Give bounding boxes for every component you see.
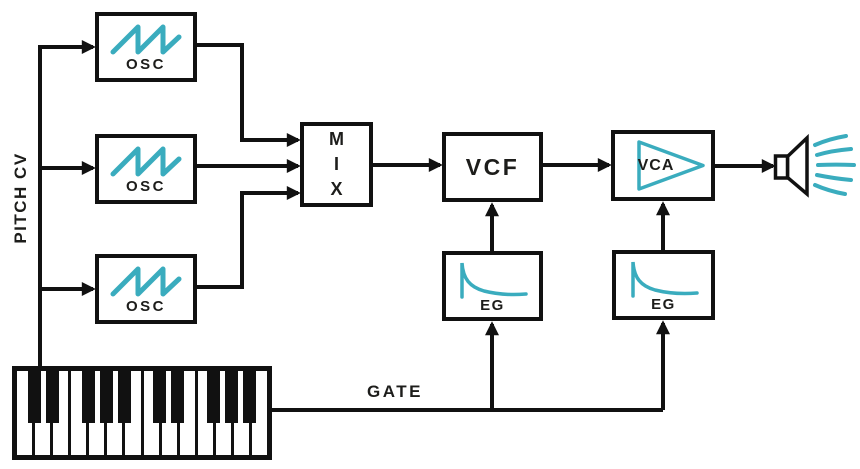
osc1-node: OSC <box>95 12 197 82</box>
decay-envelope-icon <box>459 262 528 299</box>
black-key <box>28 371 42 423</box>
white-key <box>252 371 268 455</box>
black-key <box>99 371 113 423</box>
osc3-label: OSC <box>125 298 166 315</box>
osc2-label: OSC <box>125 178 166 195</box>
mix-letter-m: M <box>329 129 344 150</box>
black-key <box>117 371 131 423</box>
sawtooth-wave-icon <box>110 146 182 177</box>
mix-letter-x: X <box>330 178 343 199</box>
black-key <box>153 371 167 423</box>
osc2-node: OSC <box>95 134 197 204</box>
sound-waves-icon <box>813 134 856 196</box>
vca-node: VCA <box>611 130 715 201</box>
eg2-node: EG <box>612 250 715 320</box>
wire-pitchcv-osc1 <box>38 40 96 366</box>
black-key <box>46 371 60 423</box>
sawtooth-wave-icon <box>110 266 182 297</box>
keyboard <box>12 366 272 460</box>
eg1-label: EG <box>480 296 505 314</box>
eg1-node: EG <box>442 251 543 321</box>
mix-letter-i: I <box>333 154 339 175</box>
white-key <box>179 371 198 455</box>
amplifier-triangle-icon <box>637 140 705 191</box>
pitch-cv-label: PITCH CV <box>11 152 30 244</box>
osc3-node: OSC <box>95 254 197 324</box>
mix-node: M I X <box>300 122 373 207</box>
eg2-label: EG <box>651 295 676 313</box>
vcf-node: VCF <box>442 132 543 202</box>
vcf-label: VCF <box>465 153 520 180</box>
black-key <box>171 371 185 423</box>
sawtooth-wave-icon <box>110 24 182 55</box>
decay-envelope-icon <box>630 261 699 298</box>
gate-label: GATE <box>367 382 423 401</box>
wire-osc3-mix <box>197 186 301 289</box>
black-key <box>224 371 238 423</box>
wire-osc1-mix <box>197 43 301 147</box>
osc1-label: OSC <box>125 56 166 73</box>
speaker-icon <box>770 131 858 201</box>
black-key <box>242 371 256 423</box>
vca-label: VCA <box>637 156 675 174</box>
black-key <box>206 371 220 423</box>
black-key <box>81 371 95 423</box>
mix-label: M I X <box>329 127 344 201</box>
